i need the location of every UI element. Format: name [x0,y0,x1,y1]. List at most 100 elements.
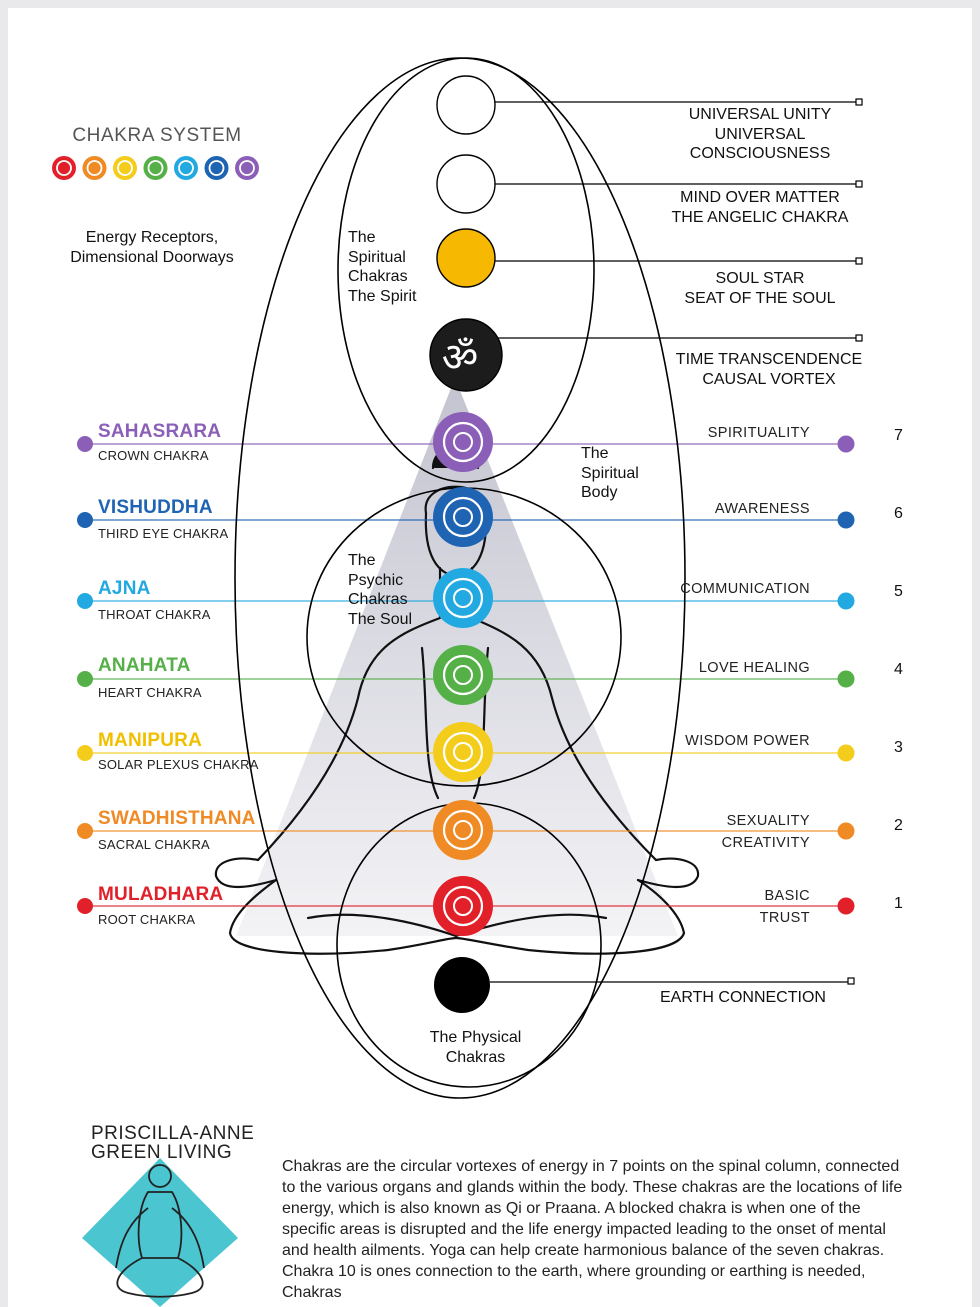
muladhara-chakra-ring [442,885,484,927]
vishuddha-left-dot [77,512,93,528]
ajna-chakra-ring [442,577,484,619]
vishuddha-chakra-ring [442,496,484,538]
psychic-chakras-label: The Psychic Chakras The Soul [348,552,413,628]
vishuddha-quality: AWARENESS [714,501,810,517]
earth-chakra [434,957,490,1013]
sahasrara-sub: CROWN CHAKRA [98,448,209,463]
chakra-diagram [52,57,863,1307]
swadhisthana-right-dot [837,822,855,840]
manipura-left-dot [77,745,93,761]
sahasrara-chakra-center [453,432,473,452]
spiritual-body-label: The Spiritual Body [581,445,639,501]
manipura-chakra-center [453,742,473,762]
chakra-system-icon-6 [204,156,229,180]
anahata-chakra-center [453,665,473,685]
physical-chakras-label: The Physical Chakras [429,1029,522,1066]
spiritual-chakras-label: The Spiritual Chakras The Spirit [348,229,417,305]
spiritual-chakras-ellipse [337,57,595,483]
swadhisthana-left-dot [77,823,93,839]
anahata-right-dot [837,670,855,688]
muladhara-right-dot [837,897,855,915]
manipura-name: MANIPURA [98,730,202,751]
green-living-logo-figure [115,1164,205,1298]
ajna-left-dot [77,593,93,609]
upper-chakra-line-end-2 [855,180,863,188]
chakra-number-5: 5 [894,583,903,600]
upper-chakra-line-end-1 [855,98,863,106]
chakra-number-1: 1 [894,895,903,912]
chakra-number-3: 3 [894,739,903,756]
upper-chakra-2 [436,154,496,214]
body-chakra-circles [433,412,493,936]
manipura-sub: SOLAR PLEXUS CHAKRA [98,757,259,772]
chakra-system-icon-ring-1 [56,160,72,176]
swadhisthana-chakra-ring [442,809,484,851]
sahasrara-right-dot [837,435,855,453]
manipura-right-dot [837,744,855,762]
green-living-logo-diamond [82,1158,238,1307]
anahata-name: ANAHATA [98,655,191,676]
chakra-system-icon-5 [174,156,198,180]
anahata-chakra-ring [442,654,484,696]
upper-chakra-3 [436,228,496,288]
chakra-system-icon-2 [82,156,107,180]
earth-connection-label: EARTH CONNECTION [660,989,826,1006]
muladhara-chakra-center [453,896,473,916]
earth-connector-end [847,977,855,985]
chakra-system-icon-3 [113,156,137,180]
vishuddha-chakra-center [453,507,473,527]
chakra-number-2: 2 [894,817,903,834]
vishuddha-sub: THIRD EYE CHAKRA [98,526,229,541]
sahasrara-quality: SPIRITUALITY [707,425,810,441]
chakra-system-icon-ring-3 [117,160,133,176]
swadhisthana-quality: SEXUALITY CREATIVITY [721,813,810,851]
chakra-system-icon-ring-6 [208,160,225,176]
sahasrara-chakra-ring [442,421,484,463]
vishuddha-body-chakra [433,487,493,547]
chakra-poster: CHAKRA SYSTEM Energy Receptors, Dimensio… [8,8,972,1307]
chakra-system-icons [52,156,259,180]
muladhara-left-dot [77,898,93,914]
upper-chakra-circles [429,75,503,392]
time-transcendence-label: TIME TRANSCENDENCE CAUSAL VORTEX [675,351,863,388]
muladhara-name: MULADHARA [98,884,224,905]
ajna-right-dot [837,592,855,610]
om-symbol: ॐ [441,335,479,381]
chakra-system-icon-ring-5 [178,160,194,176]
manipura-body-chakra [433,722,493,782]
upper-chakra-4 [429,318,503,392]
anahata-sub: HEART CHAKRA [98,685,202,700]
ajna-chakra-center [453,588,473,608]
manipura-quality: WISDOM POWER [685,733,810,749]
soul-star-label: SOUL STAR SEAT OF THE SOUL [684,270,836,307]
muladhara-body-chakra [433,876,493,936]
chakra-description: Chakras are the circular vortexes of ene… [282,1158,903,1301]
anahata-quality: LOVE HEALING [698,660,810,676]
chakra-system-icon-ring-7 [239,160,255,176]
chakra-system-icon-1 [52,156,76,180]
chakra-system-title: CHAKRA SYSTEM [72,125,242,146]
anahata-left-dot [77,671,93,687]
chakra-system-icon-7 [235,156,259,180]
upper-chakra-line-end-4 [855,334,863,342]
muladhara-quality: BASIC TRUST [759,888,810,926]
sahasrara-left-dot [77,436,93,452]
manipura-chakra-ring [442,731,484,773]
chakra-system-icon-ring-4 [147,160,164,176]
chakra-number-4: 4 [894,661,903,678]
swadhisthana-sub: SACRAL CHAKRA [98,837,210,852]
ajna-name: AJNA [98,578,151,599]
upper-chakra-1 [436,75,496,135]
brand-name: PRISCILLA-ANNE GREEN LIVING [91,1123,255,1163]
swadhisthana-chakra-center [453,820,473,840]
swadhisthana-name: SWADHISTHANA [98,808,256,829]
muladhara-sub: ROOT CHAKRA [98,912,196,927]
anahata-body-chakra [433,645,493,705]
upper-chakra-line-end-3 [855,257,863,265]
chakra-number-7: 7 [894,427,903,444]
sahasrara-name: SAHASRARA [98,421,222,442]
universal-unity-label: UNIVERSAL UNITY UNIVERSAL CONSCIOUSNESS [688,106,832,162]
vishuddha-right-dot [837,511,855,529]
mind-over-matter-label: MIND OVER MATTER THE ANGELIC CHAKRA [671,189,849,226]
header-subtitle: Energy Receptors, Dimensional Doorways [70,229,234,266]
